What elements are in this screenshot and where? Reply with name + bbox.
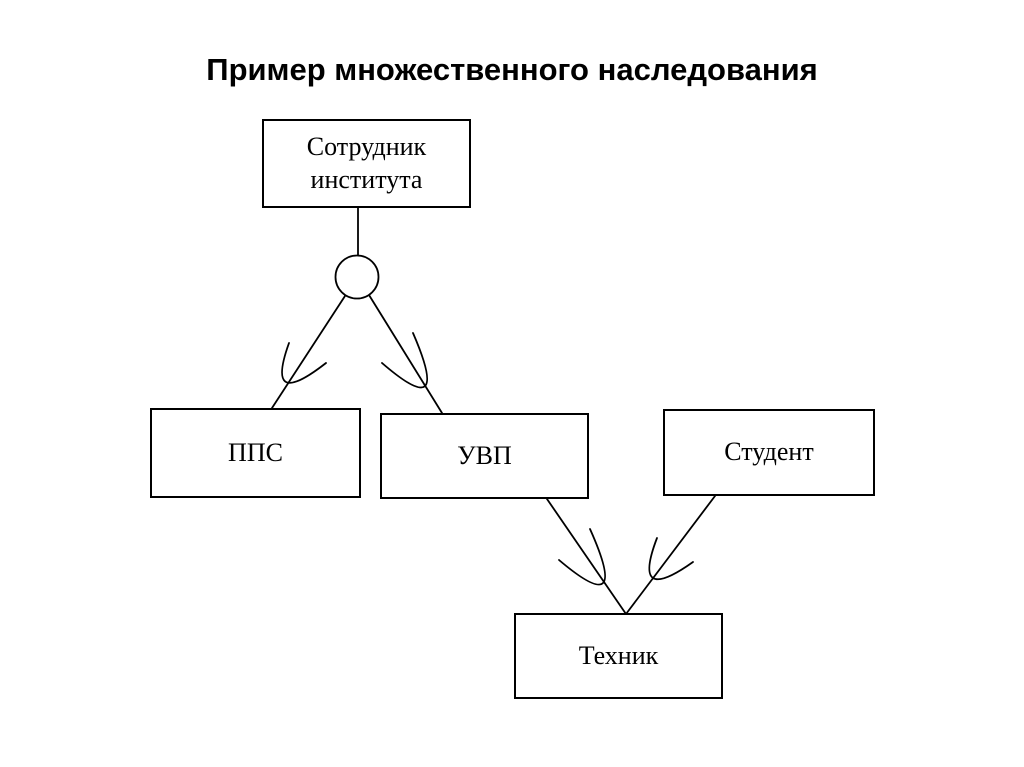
node-uvp-label: УВП [457,440,512,470]
inheritance-arc-technician-left [558,528,606,586]
node-employee: Сотрудник института [262,119,471,208]
node-pps: ППС [150,408,361,498]
node-uvp: УВП [380,413,589,499]
inheritance-arc-uvp [381,332,429,389]
node-technician-label: Техник [578,640,659,670]
edge-employee-uvp [368,294,443,414]
junction-circle [334,254,380,300]
inheritance-arc-technician-right [648,537,694,581]
edge-employee-pps [271,295,346,409]
node-student-label: Студент [724,437,814,467]
diagram-title: Пример множественного наследования [206,52,818,87]
node-pps-label: ППС [228,437,283,467]
edge-student-technician [625,495,716,615]
inheritance-arc-pps [281,342,327,384]
node-student: Студент [663,409,875,496]
node-technician: Техник [514,613,723,699]
node-employee-label: Сотрудник института [306,132,427,194]
edge-uvp-technician [546,498,627,615]
